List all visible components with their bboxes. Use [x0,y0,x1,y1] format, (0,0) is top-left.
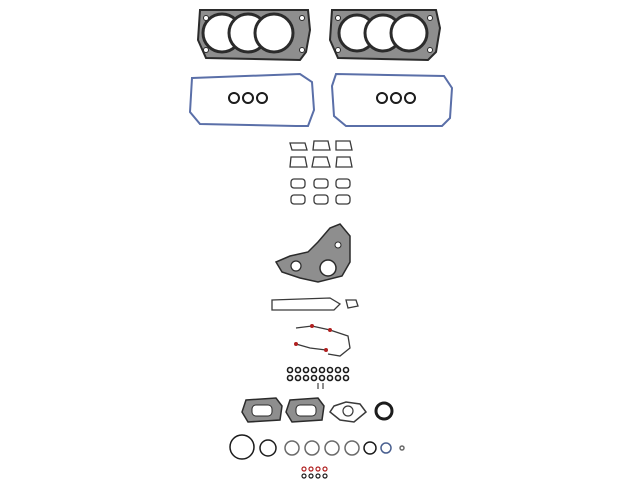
tiny-o-rings [301,466,328,479]
small-o-rings [286,366,350,389]
head-gasket-right [328,9,442,62]
valve-cover-gasket-left [188,72,316,127]
exhaust-flange-gasket-left [241,397,283,423]
timing-cover-gasket [274,223,351,283]
head-gasket-left [196,9,312,62]
crankshaft-seal [374,401,394,421]
valve-cover-gasket-right [330,72,454,127]
oil-pan-seal [271,297,359,311]
egr-gasket [328,401,368,423]
exhaust-flange-gasket-right [285,397,325,423]
intake-manifold-seal [294,324,351,357]
intake-port-gaskets [289,140,353,205]
large-o-rings [229,434,405,460]
